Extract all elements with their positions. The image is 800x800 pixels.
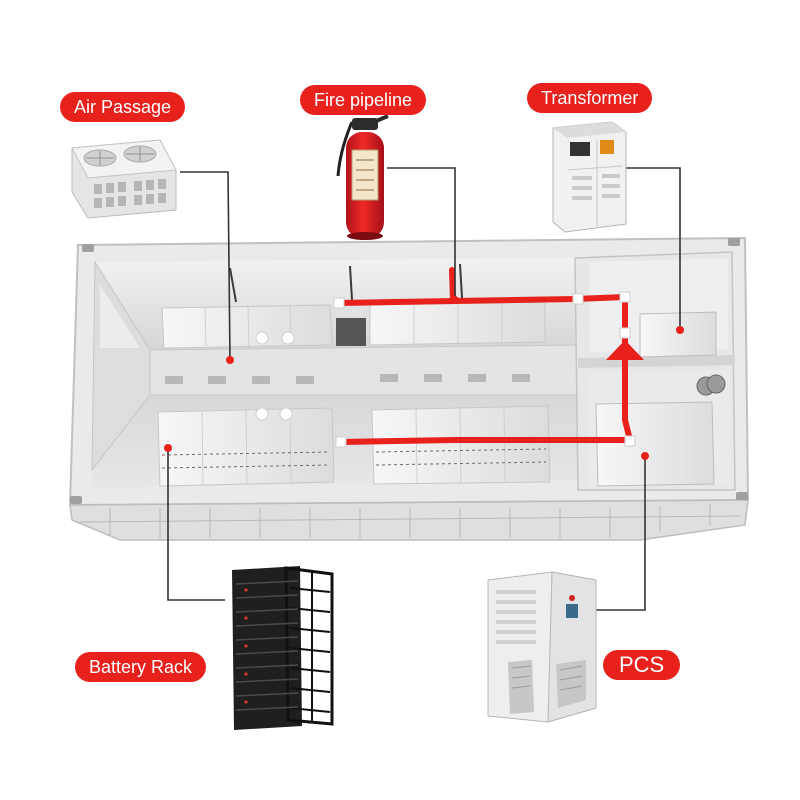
battery-rack-icon: [232, 566, 334, 730]
fire-nozzle: [606, 340, 644, 360]
pcs-label: PCS: [603, 650, 681, 680]
transformer-label: Transformer: [527, 83, 653, 113]
transformer-cabinet-icon: [552, 121, 627, 233]
fire-pipe-joints: [333, 291, 636, 448]
leader-lines: [167, 167, 681, 611]
fire-pipeline-label: Fire pipeline: [300, 85, 427, 115]
air-passage-label: Air Passage: [60, 92, 186, 122]
leader-dots: [164, 296, 684, 460]
container-battery-cabinets: [157, 301, 726, 487]
fire-extinguisher-icon: [336, 114, 389, 240]
air-conditioner-icon: [71, 139, 177, 219]
container-body: [68, 236, 750, 541]
pcs-cabinet-icon: [487, 571, 597, 723]
battery-rack-label: Battery Rack: [75, 652, 207, 682]
